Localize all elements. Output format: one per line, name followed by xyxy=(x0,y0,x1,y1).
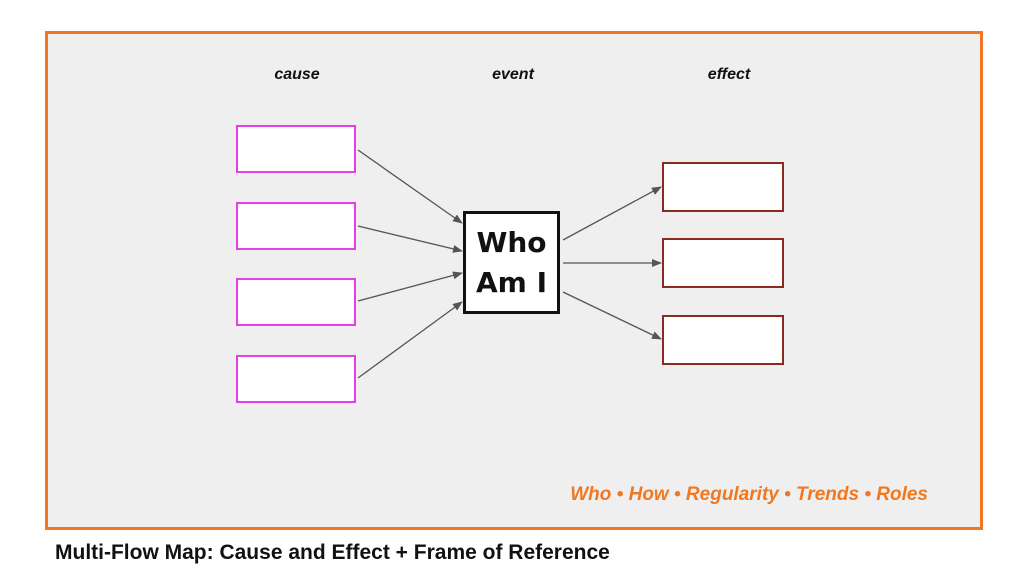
column-label-cause: cause xyxy=(274,66,320,83)
effect-box-2 xyxy=(662,238,784,288)
column-label-event: event xyxy=(492,66,534,83)
cause-box-2 xyxy=(236,202,356,250)
effect-box-1 xyxy=(662,162,784,212)
cause-box-4 xyxy=(236,355,356,403)
cause-box-3 xyxy=(236,278,356,326)
cause-box-1 xyxy=(236,125,356,173)
column-label-effect: effect xyxy=(707,66,751,83)
effect-box-3 xyxy=(662,315,784,365)
slide-caption: Multi-Flow Map: Cause and Effect + Frame… xyxy=(55,541,610,564)
frame-of-reference-text: Who • How • Regularity • Trends • Roles xyxy=(570,484,928,505)
event-text: Who Am I xyxy=(475,225,547,299)
event-box: Who Am I xyxy=(463,211,560,314)
